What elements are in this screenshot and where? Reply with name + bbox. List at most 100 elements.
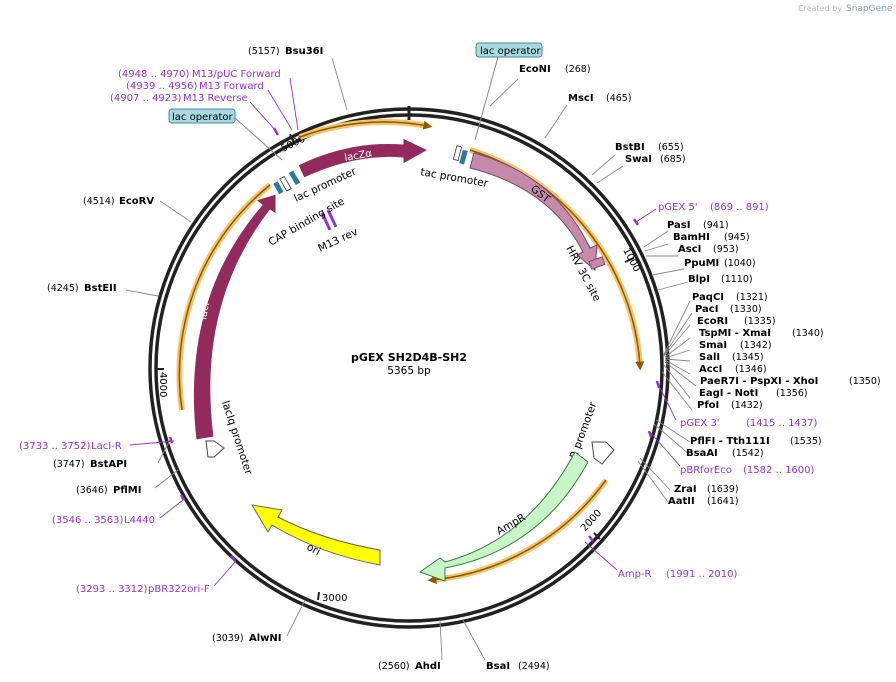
m13rev-marker [320, 209, 338, 231]
primer-m13rev: M13 Reverse [183, 93, 248, 104]
site-paci-pos: (1330) [730, 304, 762, 315]
site-bsteii: BstEII [84, 283, 117, 294]
enzyme-sites-right: EcoNI (268) MscI (465) BstBI (655) SwaI … [486, 64, 881, 672]
site-sali: SalI [699, 352, 720, 363]
primer-pbrforeco: pBRforEco [680, 465, 732, 476]
site-eagi-noti-pos: (1356) [776, 388, 808, 399]
tick-3000: 3000 [322, 593, 347, 604]
site-bstapi-pos: (3747) [53, 459, 85, 470]
ori-arrow [251, 504, 381, 566]
primer-marks [168, 127, 661, 562]
primer-labels: (4948 .. 4970) M13/pUC Forward (4939 .. … [19, 69, 818, 595]
hrv-site [588, 256, 606, 270]
cap-site-box [273, 181, 284, 195]
site-bsteii-pos: (4245) [47, 283, 79, 294]
lac-operator-box-left [288, 170, 301, 186]
site-aatii-pos: (1641) [707, 496, 739, 507]
site-paci: PacI [695, 304, 718, 315]
laciq-label: lacIq promoter [219, 399, 254, 477]
site-bsaai-pos: (1542) [732, 448, 764, 459]
site-swai: SwaI [625, 154, 652, 165]
site-bamhi: BamHI [673, 232, 710, 243]
site-econi: EcoNI [519, 64, 551, 75]
site-tspmi-xmai-pos: (1340) [792, 328, 824, 339]
primer-pbrforeco-pos: (1582 .. 1600) [743, 465, 815, 476]
site-sali-pos: (1345) [732, 352, 764, 363]
primer-m13puc: M13/pUC Forward [192, 69, 281, 80]
site-paqci: PaqCI [692, 292, 724, 303]
tac-promoter-box [452, 145, 463, 162]
site-pfoi-pos: (1432) [731, 400, 763, 411]
site-swai-pos: (685) [660, 154, 686, 165]
site-paqci-pos: (1321) [736, 292, 768, 303]
primer-pgex3: pGEX 3' [680, 418, 720, 429]
lac-operator-top-box [475, 42, 543, 58]
site-smai-pos: (1342) [740, 340, 772, 351]
primer-pgex3-pos: (1415 .. 1437) [746, 418, 818, 429]
laci-arrow [192, 193, 277, 441]
primer-ampr: Amp-R [618, 569, 652, 580]
site-bstbi-pos: (655) [658, 142, 684, 153]
site-asci-pos: (953) [713, 244, 739, 255]
direction-arcs [176, 119, 645, 585]
site-msci: MscI [568, 93, 594, 104]
primer-l4440: L4440 [124, 515, 155, 526]
site-paer7i-pspxi-xhoi: PaeR7I - PspXI - XhoI [700, 376, 818, 387]
site-ecori-pos: (1335) [744, 316, 776, 327]
site-bamhi-pos: (945) [724, 232, 750, 243]
primer-m13fwd: M13 Forward [199, 81, 264, 92]
site-zrai-pos: (1639) [707, 484, 739, 495]
primer-m13rev-pos: (4907 .. 4923) [110, 93, 182, 104]
lac-operator-top-label: lac operator [480, 46, 541, 57]
site-asci: AscI [678, 244, 701, 255]
site-smai: SmaI [699, 340, 727, 351]
lacza-label: lacZα [344, 148, 374, 164]
plasmid-name: pGEX SH2D4B-SH2 [351, 351, 467, 364]
site-bsai-pos: (2494) [518, 661, 550, 672]
site-pflfi-tth111i: PflFI - Tth111I [690, 436, 770, 447]
site-pasi-pos: (941) [703, 220, 729, 231]
ampr-promoter-arrow [591, 441, 615, 465]
snapgene-logo-text: SnapGene [846, 4, 893, 14]
primer-m13puc-pos: (4948 .. 4970) [118, 69, 190, 80]
site-ecorv: EcoRV [119, 196, 154, 207]
site-ppumi-pos: (1040) [724, 258, 756, 269]
gst-arrow [469, 152, 598, 272]
primer-pbr322ori-pos: (3293 .. 3312) [76, 584, 148, 595]
site-alwni-pos: (3039) [212, 633, 244, 644]
tick-4000: 4000 [157, 372, 168, 397]
primer-laci-r-pos: (3733 .. 3752) [19, 441, 91, 452]
ori-label: ori [305, 541, 323, 558]
credit-prefix: Created by [798, 4, 842, 13]
primer-ampr-pos: (1991 .. 2010) [666, 569, 738, 580]
site-bsu36i: Bsu36I [285, 46, 323, 57]
primer-pgex5: pGEX 5' [658, 202, 698, 213]
site-pflfi-tth111i-pos: (1535) [790, 436, 822, 447]
site-eagi-noti: EagI - NotI [699, 388, 758, 399]
laci-label: lacI [198, 302, 212, 321]
primer-l4440-pos: (3546 .. 3563) [52, 515, 124, 526]
site-bstapi: BstAPI [90, 459, 127, 470]
primer-laci-r: LacI-R [91, 441, 122, 452]
site-bsaai: BsaAI [686, 448, 718, 459]
site-econi-pos: (268) [565, 64, 591, 75]
lac-operator-left-label: lac operator [172, 112, 233, 123]
site-ahdi-pos: (2560) [378, 661, 410, 672]
site-blpi: BlpI [688, 274, 710, 285]
site-bstbi: BstBI [615, 142, 645, 153]
site-acci-pos: (1346) [735, 364, 767, 375]
site-ecori: EcoRI [697, 316, 728, 327]
lacza-arrow [297, 137, 430, 179]
site-ppumi: PpuMI [684, 258, 719, 269]
site-ahdi: AhdI [415, 661, 441, 672]
site-blpi-pos: (1110) [721, 274, 753, 285]
site-pflmi-pos: (3646) [76, 485, 108, 496]
site-pfoi: PfoI [697, 400, 719, 411]
primer-pbr322ori: pBR322ori-F [148, 584, 210, 595]
enzyme-sites-left: (5157) Bsu36I (4514) EcoRV (4245) BstEII… [47, 46, 441, 672]
primer-m13fwd-pos: (4939 .. 4956) [126, 81, 198, 92]
site-msci-pos: (465) [606, 93, 632, 104]
lac-promoter-box [279, 175, 292, 192]
leader-lines [125, 57, 697, 661]
